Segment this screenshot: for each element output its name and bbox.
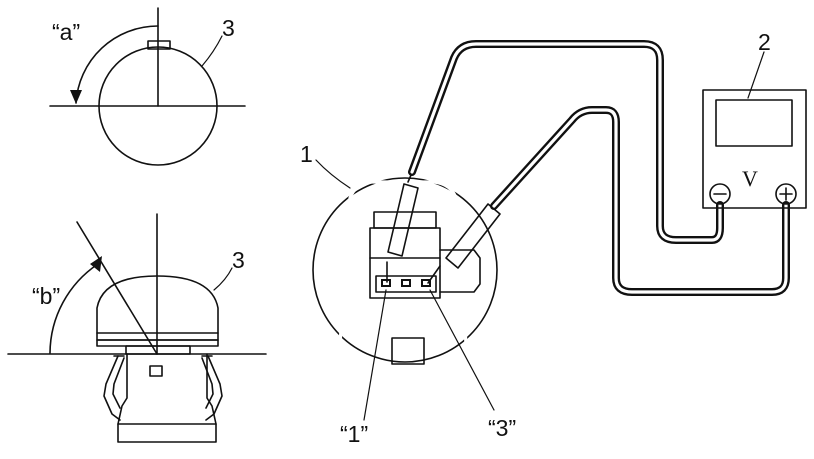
sensor-housing (117, 353, 217, 443)
side-view-tilt-line (76, 221, 158, 355)
connector-view: 1 “1” “3” (300, 141, 516, 447)
angle-a-arrowhead (70, 90, 82, 104)
callout-2-leader (747, 51, 765, 99)
probe-1-handle (387, 183, 419, 257)
callout-2: 2 (758, 29, 771, 55)
angle-a-arc (75, 25, 159, 104)
right-clip-outer (205, 355, 223, 421)
terminal-3-leader (429, 289, 495, 411)
terminal-1-leader (363, 289, 387, 421)
side-view-sensor: “b” 3 (7, 213, 267, 443)
terminal-2-pin-hole (403, 281, 409, 285)
connector-top-latch (373, 211, 437, 229)
positive-lead (490, 106, 790, 296)
connector-lower-tab (391, 337, 425, 365)
top-view-sensor-tab (147, 40, 171, 50)
top-view-sensor-body (98, 46, 218, 166)
connector-detail-circle (312, 177, 498, 363)
voltmeter-unit: V (742, 166, 758, 191)
voltmeter-display (715, 99, 793, 147)
probe-3-tip (427, 265, 441, 284)
housing-center-slot (149, 365, 163, 377)
callout-3-bottom: 3 (232, 247, 245, 273)
callout-3-bottom-leader (213, 267, 233, 291)
voltmeter: 2 V (702, 29, 807, 209)
negative-terminal (709, 183, 731, 205)
sensor-dome (96, 275, 219, 341)
top-view-sensor: “a” 3 (49, 7, 246, 166)
voltmeter-body (702, 89, 807, 209)
callout-1: 1 (300, 141, 313, 167)
connector-lock-inner-inner (354, 202, 452, 344)
left-clip-inner (112, 357, 125, 409)
right-clip-inner (201, 357, 214, 409)
positive-lead-inner (492, 108, 788, 294)
probe-3-handle (445, 203, 501, 269)
terminal-3-label: “3” (488, 415, 516, 441)
connector-side-key (439, 249, 481, 293)
terminal-block (375, 275, 437, 293)
terminal-1-pin-hole (383, 281, 389, 285)
callout-1-leader (315, 159, 351, 189)
connector-lock-outer-inner (338, 180, 468, 346)
angle-b-label: “b” (32, 283, 60, 309)
sensor-neck (125, 345, 191, 355)
angle-b-arc (49, 263, 99, 354)
negative-lead-inner (410, 42, 722, 242)
angle-a-label: “a” (52, 19, 80, 45)
callout-3-top-leader (201, 35, 223, 67)
terminal-3-pin-hole (423, 281, 429, 285)
connector-body (369, 227, 441, 299)
angle-b-arrowhead (90, 256, 102, 272)
positive-terminal (775, 183, 797, 205)
callout-3-top: 3 (222, 15, 235, 41)
left-clip-outer (103, 355, 121, 421)
terminal-1-label: “1” (340, 421, 368, 447)
test-leads (408, 40, 790, 296)
